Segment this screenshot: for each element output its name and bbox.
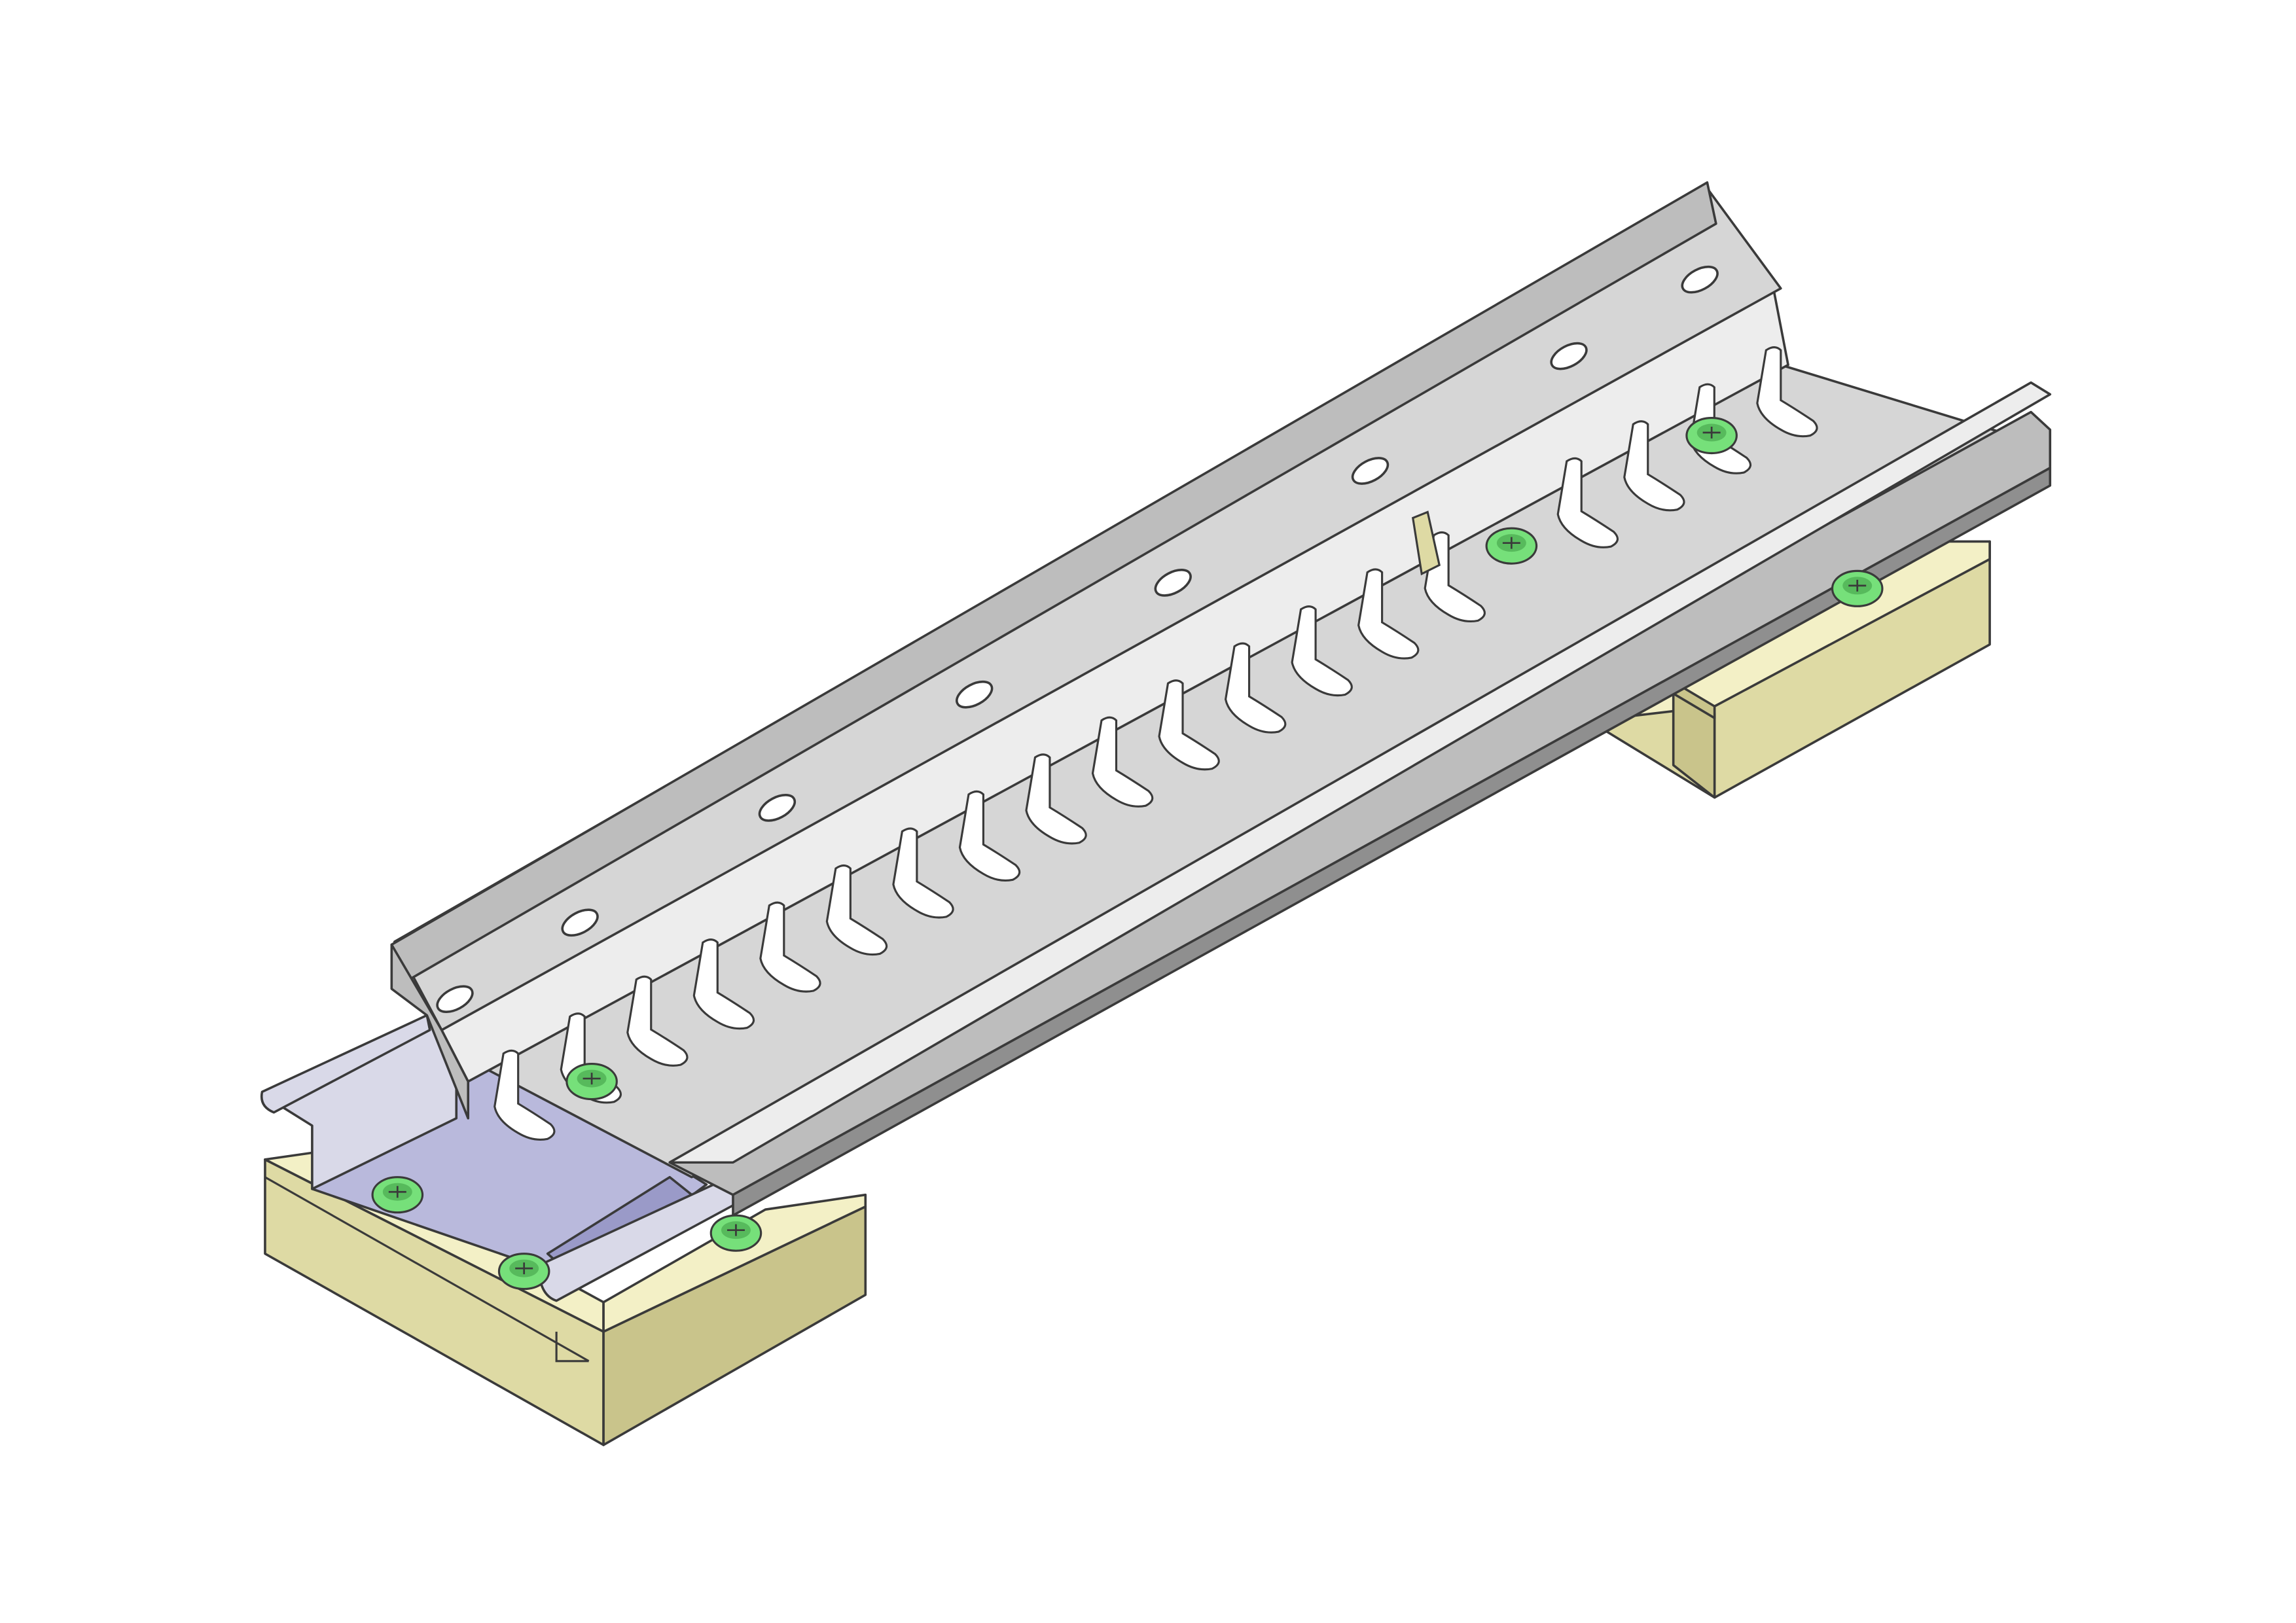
tray-left-end bbox=[390, 943, 470, 1120]
keyhole-slot bbox=[958, 790, 1021, 882]
keyhole-slot bbox=[493, 1049, 556, 1141]
flange-hole-row bbox=[436, 265, 1719, 1014]
screw-icon bbox=[565, 1063, 618, 1101]
keyhole-slot bbox=[1756, 346, 1818, 438]
keyhole-slot bbox=[759, 901, 821, 993]
flange-hole bbox=[1351, 457, 1390, 485]
flange-hole bbox=[1681, 265, 1719, 294]
keyhole-slot bbox=[1025, 753, 1087, 845]
tray-front-underside bbox=[732, 467, 2052, 1217]
flange-hole bbox=[561, 908, 599, 937]
screw-icon bbox=[1831, 569, 1884, 607]
keyhole-slot bbox=[1357, 568, 1420, 660]
left-rail-lip-back bbox=[260, 1014, 431, 1114]
keyhole-slot bbox=[825, 864, 888, 956]
keyhole-slot bbox=[1623, 420, 1685, 512]
screw-icon bbox=[709, 1214, 762, 1252]
left-mounting-block bbox=[264, 1149, 867, 1446]
keyhole-slot bbox=[1158, 679, 1220, 771]
keyhole-slot bbox=[1291, 605, 1353, 697]
keyhole-slot bbox=[692, 938, 755, 1030]
left-block-channel-edge bbox=[264, 1176, 590, 1363]
flange-hole bbox=[956, 680, 994, 709]
keyhole-slot bbox=[1091, 716, 1154, 808]
keyhole-slot bbox=[1224, 642, 1287, 734]
tray-front-lip bbox=[668, 381, 2052, 1164]
flange-hole bbox=[436, 985, 474, 1014]
screw-icon bbox=[1685, 416, 1738, 455]
keyhole-slot bbox=[892, 827, 954, 919]
screw-group bbox=[371, 416, 1884, 1291]
keyhole-slot bbox=[1556, 457, 1619, 548]
flange-hole bbox=[1550, 342, 1588, 370]
screw-icon bbox=[497, 1253, 550, 1291]
keyhole-slot bbox=[626, 975, 689, 1067]
keyhole-slot-row bbox=[493, 346, 1818, 1141]
bent-tab bbox=[1411, 510, 1441, 576]
keyhole-slot bbox=[1424, 531, 1486, 623]
flange-hole bbox=[1154, 569, 1192, 597]
cable-tray bbox=[390, 181, 2052, 1217]
screw-icon bbox=[1485, 527, 1538, 565]
left-support-rail bbox=[260, 1014, 759, 1302]
flange-hole bbox=[758, 794, 797, 822]
screw-icon bbox=[371, 1176, 424, 1214]
